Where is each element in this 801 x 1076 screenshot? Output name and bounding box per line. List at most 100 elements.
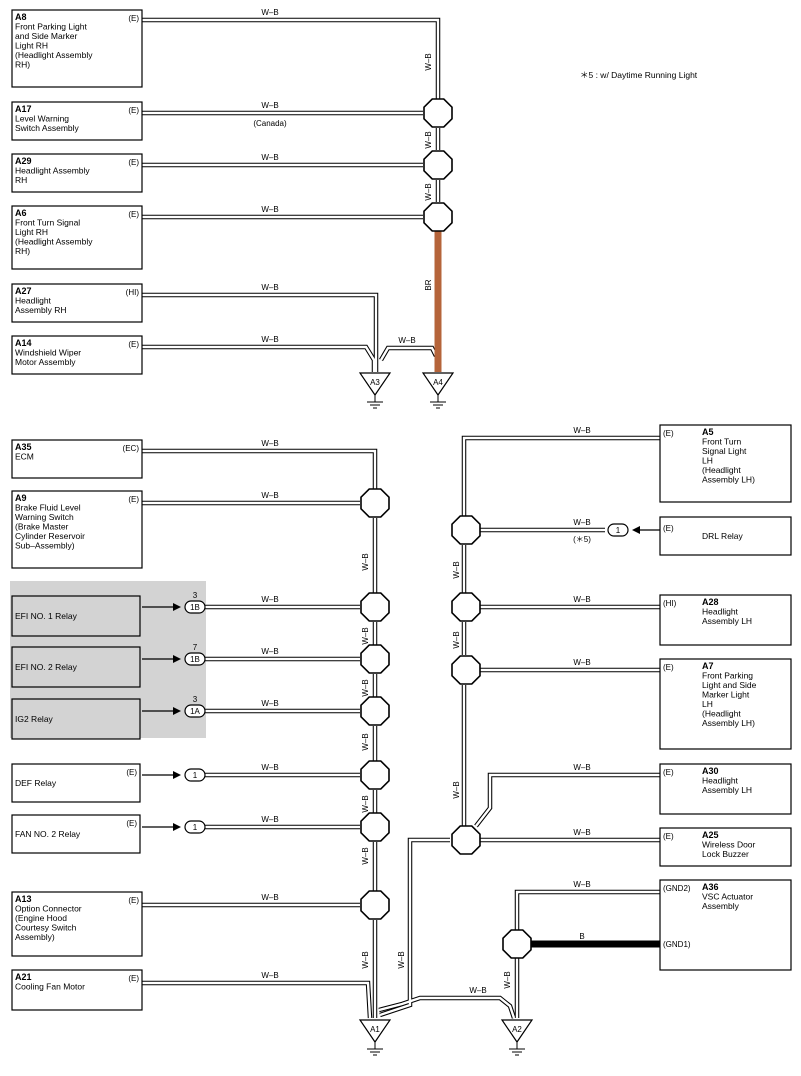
component-a5-code: A5 — [702, 427, 714, 437]
wire-a5 — [461, 435, 660, 516]
junction-rh-1 — [423, 98, 453, 128]
component-a36-line-1: Assembly — [702, 901, 740, 911]
component-a30-code: A30 — [702, 766, 719, 776]
wire-label-wb-h22: W–B — [573, 763, 590, 772]
wire-label-wb-h5: W–B — [261, 283, 278, 292]
component-a25-code: A25 — [702, 830, 719, 840]
ground-a2-label: A2 — [512, 1025, 522, 1034]
component-a13-line-3: Assembly) — [15, 932, 55, 942]
connector-ig2-body — [184, 704, 206, 718]
component-a25-line-0: Wireless Door — [702, 840, 756, 850]
wire-a4-a3-core — [379, 346, 438, 361]
component-drl-relay: DRL Relay(E) — [659, 516, 792, 556]
component-a7-line-1: Light and Side — [702, 680, 757, 690]
wire-label-wb-h1: W–B — [261, 8, 278, 17]
connector-def-body — [184, 768, 206, 782]
junction-rh-2 — [423, 150, 453, 180]
wire-label-wb-h10: W–B — [261, 595, 278, 604]
component-a36-tag: (GND2) — [663, 884, 691, 893]
component-a28-tag: (HI) — [663, 599, 677, 608]
wire-label-wb-h3: W–B — [261, 153, 278, 162]
component-a17-line-1: Switch Assembly — [15, 123, 80, 133]
wire-label-wb-h19: W–B — [573, 518, 590, 527]
component-fan-no-2-relay-frame — [11, 814, 141, 854]
ground-a3: A3 — [358, 372, 392, 409]
wire-label-b: B — [579, 932, 584, 941]
component-a17-code: A17 — [15, 104, 32, 114]
component-a7-line-0: Front Parking — [702, 671, 753, 681]
wire-label-wb-v2: W–B — [424, 131, 433, 148]
wire-a4-a3 — [379, 345, 439, 362]
connector-efi2-pin: 7 — [193, 643, 198, 652]
connector-ig2-pin: 3 — [193, 695, 198, 704]
component-a29-frame — [11, 153, 143, 193]
wire-label-wb-v1: W–B — [424, 53, 433, 70]
connector-ig2-arrow — [173, 707, 181, 715]
wire-label-wb-v13: W–B — [452, 631, 461, 648]
junction-left-5 — [360, 760, 390, 790]
component-a7-line-5: Assembly LH) — [702, 718, 755, 728]
junction-left-1 — [360, 488, 390, 518]
component-a35-tag: (EC) — [123, 444, 140, 453]
junction-right-3 — [451, 655, 481, 685]
ground-a2-triangle — [500, 1019, 534, 1044]
component-a36-line-0: VSC Actuator — [702, 892, 753, 902]
wire-a27-core — [142, 293, 378, 372]
wire-label-wb-h8: W–B — [261, 439, 278, 448]
component-a35-code: A35 — [15, 442, 32, 452]
ground-a4-triangle — [421, 372, 455, 397]
wire-label-wb-v11: W–B — [397, 951, 406, 968]
component-a14-line-0: Windshield Wiper — [15, 348, 81, 358]
component-a7-line-3: LH — [702, 699, 713, 709]
junction-right-2 — [451, 592, 481, 622]
connector-efi1-arrow — [173, 603, 181, 611]
label-canada: (Canada) — [253, 119, 287, 128]
component-a17-frame — [11, 101, 143, 141]
component-efi-no-2-relay: EFI NO. 2 Relay — [11, 646, 141, 688]
wire-label-wb-h23: W–B — [573, 828, 590, 837]
wire-label-wb-h11: W–B — [261, 647, 278, 656]
component-a27-line-1: Assembly RH — [15, 305, 66, 315]
component-a8-line-4: RH) — [15, 60, 30, 70]
component-a28-line-0: Headlight — [702, 607, 739, 617]
connector-efi2: 1B7 — [173, 643, 206, 666]
wire-a21-core — [142, 981, 372, 1019]
wire-a5-core — [462, 436, 660, 516]
wire-rt-to-a1 — [379, 837, 450, 1018]
wire-a21 — [142, 980, 373, 1019]
junction-left-6 — [360, 812, 390, 842]
component-a25-frame — [659, 827, 792, 867]
wire-label-wb-h7: W–B — [398, 336, 415, 345]
junction-right-4 — [451, 825, 481, 855]
component-a29-code: A29 — [15, 156, 32, 166]
component-fan-no-2-relay-line-0: FAN NO. 2 Relay — [15, 829, 81, 839]
component-a8-frame — [11, 9, 143, 88]
ground-a3-label: A3 — [370, 378, 380, 387]
component-a17-tag: (E) — [128, 106, 139, 115]
component-a5-line-0: Front Turn — [702, 437, 741, 447]
component-def-relay-tag: (E) — [126, 768, 137, 777]
wire-a36-gnd2-core — [515, 890, 660, 930]
component-a9-line-0: Brake Fluid Level — [15, 503, 81, 513]
wire-label-br: BR — [424, 279, 433, 290]
wire-label-wb-v14: W–B — [452, 781, 461, 798]
wire-a8 — [142, 17, 441, 112]
component-ig2-relay-line-0: IG2 Relay — [15, 714, 54, 724]
component-a5-line-1: Signal Light — [702, 446, 747, 456]
connector-efi1-pin: 3 — [193, 591, 198, 600]
component-a21-frame — [11, 969, 143, 1011]
wire-label-wb-h4: W–B — [261, 205, 278, 214]
component-a8-code: A8 — [15, 12, 27, 22]
component-a9-line-4: Sub–Assembly) — [15, 541, 75, 551]
component-a6-line-3: RH) — [15, 246, 30, 256]
label-star5: (＊5) — [573, 535, 591, 544]
wire-a30 — [474, 772, 660, 828]
